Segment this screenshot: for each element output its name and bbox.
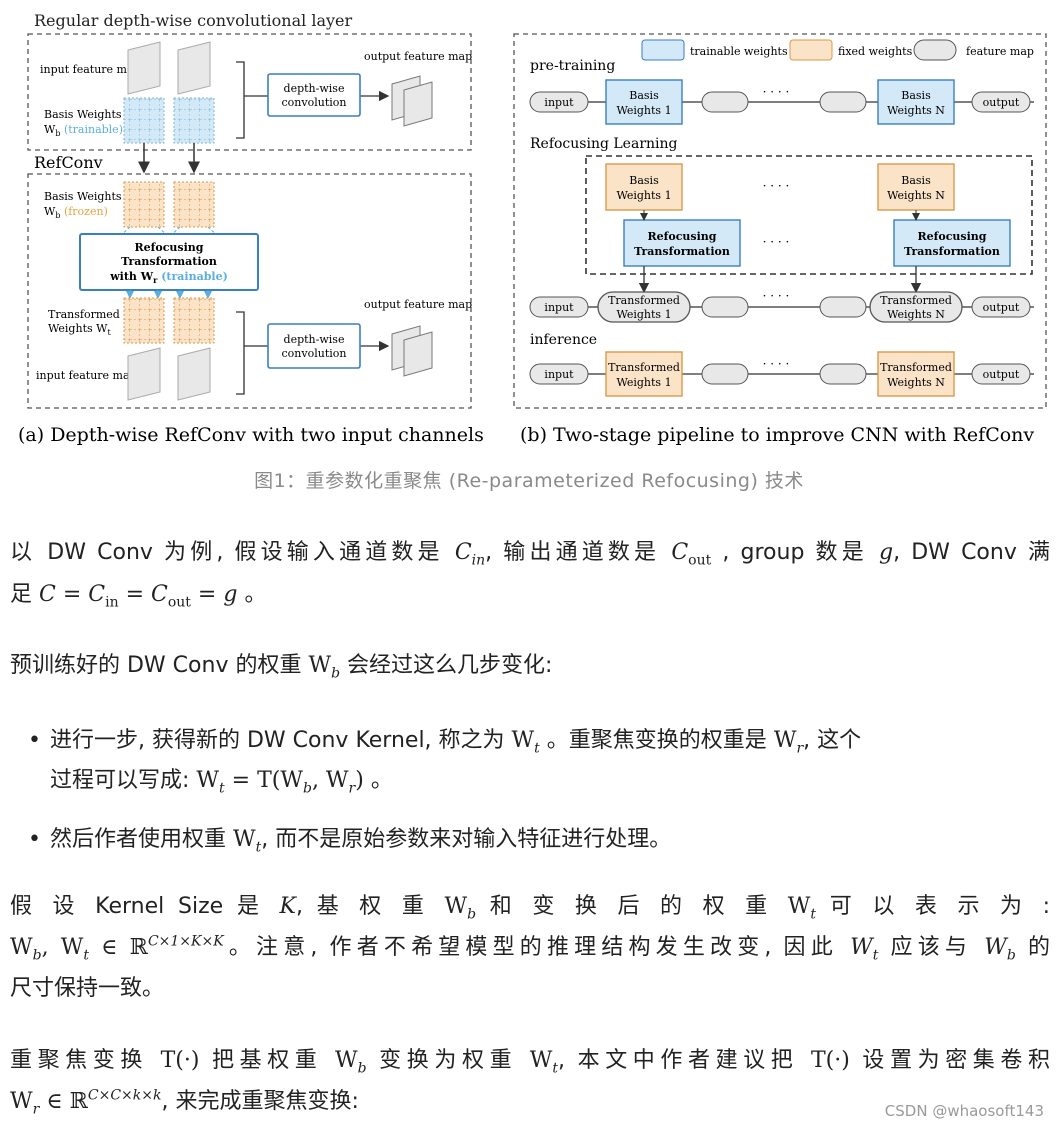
svg-text:Weights Wt: Weights Wt	[48, 322, 111, 337]
svg-text:Transformed: Transformed	[880, 294, 952, 307]
svg-text:trainable weights: trainable weights	[690, 45, 788, 58]
paragraph-3-line3: 尺寸保持一致。	[10, 976, 165, 1001]
refconv-figure: Regular depth-wise convolutional layer i…	[18, 11, 1047, 446]
paragraph-4: 重聚焦变换 T(·) 把基权重 Wb 变换为权重 Wt, 本文中作者建议把 T(…	[10, 1048, 1050, 1077]
paragraph-1: 以 DW Conv 为例, 假设输入通道数是 Cin, 输出通道数是 Cout …	[10, 540, 1050, 569]
frozen-weights-2	[173, 181, 215, 228]
svg-text:Weights N: Weights N	[887, 376, 945, 389]
svg-text:depth-wise: depth-wise	[284, 82, 345, 95]
refconv-box	[27, 173, 472, 409]
list-item: • 然后作者使用权重 Wt, 而不是原始参数来对输入特征进行处理。	[28, 820, 1048, 860]
paragraph-3: 假 设 Kernel Size 是 K, 基 权 重 Wb 和 变 换 后 的 …	[10, 894, 1051, 923]
svg-text:· · · ·: · · · ·	[763, 235, 790, 249]
svg-text:Weights 1: Weights 1	[616, 104, 671, 117]
dw-conv-box-bottom	[267, 323, 361, 369]
svg-text:Refocusing Learning: Refocusing Learning	[530, 136, 678, 152]
output-feature-map-label-top: output feature map	[364, 50, 472, 63]
basis-weights-1	[123, 97, 165, 144]
svg-text:· · · ·: · · · ·	[763, 179, 790, 193]
frozen-weights-1	[123, 181, 165, 228]
svg-text:pre-training: pre-training	[530, 58, 615, 74]
basis-weights-2	[173, 97, 215, 144]
paragraph-2: 预训练好的 DW Conv 的权重 Wb 会经过这么几步变化:	[10, 653, 553, 682]
figure-caption: 图1：重参数化重聚焦 (Re-parameterized Refocusing)…	[254, 470, 804, 492]
svg-text:Transformed: Transformed	[608, 294, 680, 307]
svg-text:Wb (frozen): Wb (frozen)	[44, 205, 108, 220]
input-map-1	[127, 41, 161, 95]
svg-text:convolution: convolution	[282, 96, 347, 109]
svg-text:Transformation: Transformation	[634, 245, 730, 258]
svg-text:Basis: Basis	[629, 89, 659, 102]
refconv-label: RefConv	[34, 153, 103, 172]
transformed-weights-1	[123, 297, 165, 344]
svg-text:input feature map: input feature map	[36, 369, 137, 382]
svg-text:· · · ·: · · · ·	[763, 85, 790, 99]
svg-text:Refocusing: Refocusing	[918, 230, 987, 243]
svg-text:Transformed: Transformed	[48, 308, 120, 321]
svg-text:Basis: Basis	[629, 174, 659, 187]
svg-text:Weights N: Weights N	[887, 308, 945, 321]
transformed-weights-2	[173, 297, 215, 344]
svg-text:depth-wise: depth-wise	[284, 333, 345, 346]
svg-text:Weights 1: Weights 1	[616, 308, 671, 321]
csdn-watermark: CSDN @whaosoft143	[884, 1102, 1044, 1120]
input-map-2	[177, 41, 211, 95]
panel-b-caption: (b) Two-stage pipeline to improve CNN wi…	[520, 424, 1034, 446]
svg-text:Weights 1: Weights 1	[616, 189, 671, 202]
svg-text:input: input	[544, 96, 574, 109]
svg-text:Basis Weights: Basis Weights	[44, 190, 122, 203]
list-item-text: 然后作者使用权重 Wt, 而不是原始参数来对输入特征进行处理。	[50, 827, 672, 856]
paragraph-3-line2: Wb, Wt ∈ ℝC×1×K×K。注意, 作者不希望模型的推理结构发生改变, …	[10, 933, 1050, 964]
svg-text:Basis: Basis	[901, 89, 931, 102]
svg-text:· · · ·: · · · ·	[763, 357, 790, 371]
svg-text:feature map: feature map	[966, 45, 1034, 58]
basis-weights-label: Basis Weights	[44, 108, 122, 121]
svg-text:Refocusing: Refocusing	[135, 241, 204, 254]
svg-text:· · · ·: · · · ·	[763, 289, 790, 303]
panel-a-header: Regular depth-wise convolutional layer	[34, 11, 353, 30]
bullet-dot: •	[28, 827, 41, 852]
input-feature-map-label: input feature map	[40, 63, 141, 76]
panel-a: Regular depth-wise convolutional layer i…	[18, 11, 484, 446]
panel-b: trainable weights fixed weights feature …	[513, 33, 1047, 446]
list-item: • 进行一步, 获得新的 DW Conv Kernel, 称之为 Wt 。重聚焦…	[28, 721, 1048, 801]
paragraph-1-line2: 足 C = Cin = Cout = g 。	[10, 582, 267, 611]
svg-text:fixed weights: fixed weights	[838, 45, 913, 58]
svg-text:output: output	[983, 301, 1020, 314]
svg-text:convolution: convolution	[282, 347, 347, 360]
svg-text:with Wr (trainable): with Wr (trainable)	[109, 270, 228, 285]
svg-text:Transformation: Transformation	[121, 255, 217, 268]
svg-text:Transformed: Transformed	[880, 361, 952, 374]
svg-text:Refocusing: Refocusing	[648, 230, 717, 243]
svg-text:Basis: Basis	[901, 174, 931, 187]
svg-text:input: input	[544, 301, 574, 314]
svg-text:Weights N: Weights N	[887, 104, 945, 117]
svg-text:output feature map: output feature map	[364, 298, 472, 311]
panel-a-caption: (a) Depth-wise RefConv with two input ch…	[18, 424, 484, 446]
svg-text:inference: inference	[530, 332, 597, 348]
panel-b-frame	[513, 33, 1047, 409]
svg-text:Weights N: Weights N	[887, 189, 945, 202]
list-item-text: 进行一步, 获得新的 DW Conv Kernel, 称之为 Wt 。重聚焦变换…	[50, 728, 862, 797]
paragraph-4-line2: Wr ∈ ℝC×C×k×k, 来完成重聚焦变换:	[10, 1087, 359, 1118]
bullet-dot: •	[28, 728, 41, 753]
svg-text:Weights 1: Weights 1	[616, 376, 671, 389]
refocusing-transformation-box	[79, 233, 259, 291]
svg-text:output: output	[983, 96, 1020, 109]
svg-text:input: input	[544, 368, 574, 381]
svg-text:Transformation: Transformation	[904, 245, 1000, 258]
svg-text:Wb (trainable): Wb (trainable)	[44, 123, 123, 138]
svg-text:output: output	[983, 368, 1020, 381]
svg-text:Transformed: Transformed	[608, 361, 680, 374]
dw-conv-box-top	[267, 73, 361, 117]
